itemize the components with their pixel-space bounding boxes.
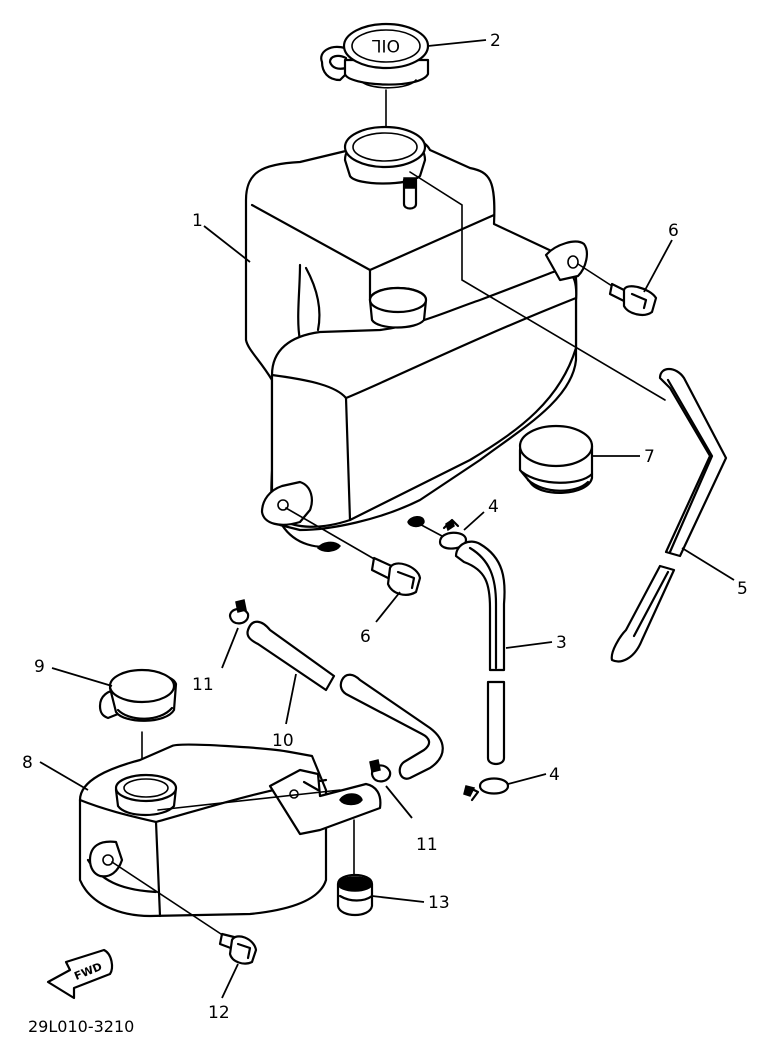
- flange-bolt-12: [218, 932, 258, 965]
- figure-code: 29L010-3210: [28, 1017, 134, 1036]
- tank-cap: [98, 668, 178, 722]
- callout-4-lower: 4: [549, 765, 560, 785]
- callout-8: 8: [22, 753, 33, 773]
- callout-2: 2: [490, 31, 501, 51]
- rubber-cap: [518, 424, 594, 494]
- callout-6-upper: 6: [668, 221, 679, 241]
- cap-marking: OIL: [372, 35, 400, 55]
- hose-clip-lower: [463, 777, 510, 802]
- callout-13: 13: [428, 893, 450, 913]
- oil-tank: [244, 125, 588, 552]
- callout-3: 3: [556, 633, 567, 653]
- oil-filler-cap: OIL: [320, 22, 430, 89]
- callout-labels: 2 1 6 7 4 5 6 3 4 9 8 11 10 11 13 12: [22, 31, 748, 1023]
- hose-10: [246, 620, 444, 780]
- oil-delivery-hose: [454, 540, 506, 766]
- callout-11-upper: 11: [192, 675, 214, 695]
- grommet: [336, 873, 374, 917]
- callout-1: 1: [192, 211, 203, 231]
- assembly-line-sub-tank: [157, 789, 341, 811]
- callout-11-lower: 11: [416, 835, 438, 855]
- callout-5: 5: [737, 579, 748, 599]
- assembly-line-breather: [409, 171, 666, 401]
- callout-12: 12: [208, 1003, 230, 1023]
- flange-bolt-lower: [370, 556, 422, 596]
- leader-lines: [39, 39, 735, 999]
- callout-7: 7: [644, 447, 655, 467]
- sub-tank: [78, 743, 382, 918]
- hose-clip-11-lower: [369, 759, 392, 783]
- hose-clip-upper: [438, 518, 468, 550]
- breather-hose: [610, 367, 728, 663]
- forward-direction-arrow: FWD: [46, 948, 114, 1000]
- assembly-line-outlet: [411, 519, 443, 537]
- assembly-line-bolt-12: [111, 861, 225, 937]
- callout-6-lower: 6: [360, 627, 371, 647]
- flange-bolt-upper: [577, 263, 658, 316]
- callout-10: 10: [272, 731, 294, 751]
- assembly-line-bolt-lower: [285, 507, 377, 561]
- hose-clip-11-upper: [228, 599, 250, 625]
- callout-4-upper: 4: [488, 497, 499, 517]
- callout-9: 9: [34, 657, 45, 677]
